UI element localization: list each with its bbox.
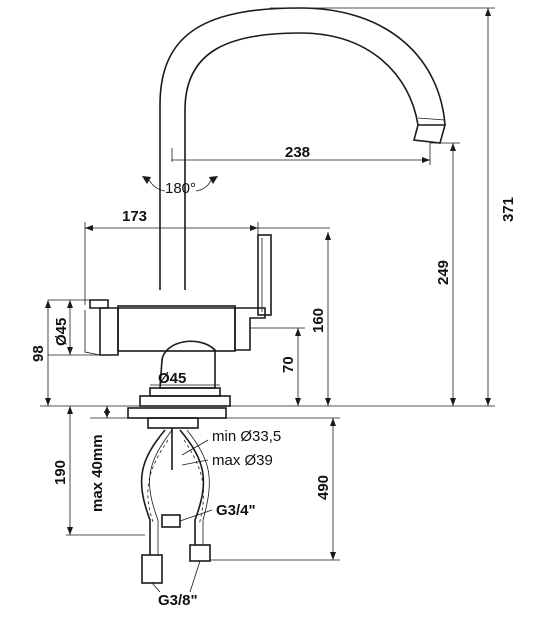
dim-hose-length: 490 xyxy=(315,475,332,500)
dim-base-diameter: Ø45 xyxy=(158,370,186,387)
supply-hoses xyxy=(140,429,211,584)
lever-cap xyxy=(89,299,109,309)
dim-spout-height: 249 xyxy=(435,260,452,285)
base-flange xyxy=(149,387,221,397)
faucet-outline xyxy=(40,7,495,470)
dim-body-diameter: Ø45 xyxy=(53,318,70,346)
mixer-body-main xyxy=(117,305,236,352)
dim-rotation: 180° xyxy=(165,180,196,197)
lever-end xyxy=(84,310,101,356)
dim-below-counter: 190 xyxy=(52,460,69,485)
dim-hole-max: max Ø39 xyxy=(212,452,273,469)
neck xyxy=(159,340,216,389)
mount-nut xyxy=(127,407,227,419)
dim-body-height: 98 xyxy=(30,345,47,362)
mount-rod xyxy=(147,417,199,429)
fitting-center xyxy=(161,514,181,528)
hose-right xyxy=(179,429,205,545)
dim-total-height: 371 xyxy=(500,197,517,222)
base-plate xyxy=(139,395,231,407)
hose-left xyxy=(140,429,166,555)
spout-inner xyxy=(184,32,419,290)
lever-plate xyxy=(257,234,272,316)
dim-max-counter-thickness: max 40mm xyxy=(89,434,106,512)
hose-right-inner xyxy=(186,429,210,545)
spout-tip-band xyxy=(417,117,446,121)
dim-base-to-outlet: 70 xyxy=(280,356,297,373)
fitting-right xyxy=(189,544,211,562)
hose-braid-right xyxy=(183,439,204,526)
dim-lever-height: 160 xyxy=(310,308,327,333)
hose-left-inner xyxy=(149,429,173,555)
spout-tip xyxy=(412,124,447,144)
dim-supply-thread: G3/8" xyxy=(158,592,198,609)
fitting-left xyxy=(141,554,163,584)
dim-body-width: 173 xyxy=(122,208,147,225)
dim-hole-min: min Ø33,5 xyxy=(212,428,281,445)
hose-braid-left xyxy=(147,439,169,526)
dim-hose-thread: G3/4" xyxy=(216,502,256,519)
mixer-body xyxy=(99,306,266,356)
dimension-lines xyxy=(45,7,495,593)
dim-spout-reach: 238 xyxy=(285,144,310,161)
